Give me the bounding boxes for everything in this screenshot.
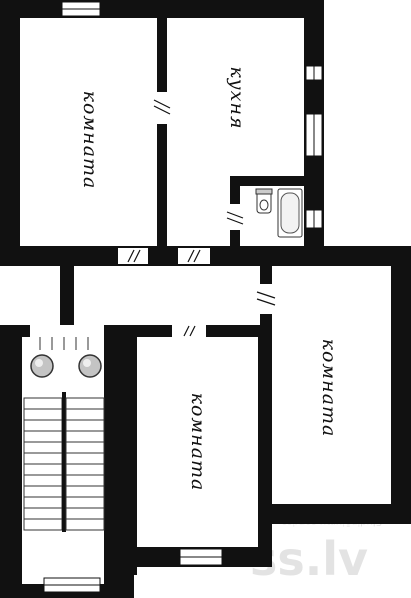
stair-flight-left <box>23 397 63 531</box>
wall-right-lower <box>391 266 411 524</box>
window-bath <box>305 209 323 229</box>
window-kitchen-upper <box>305 65 323 81</box>
wall-hall-stub <box>60 262 74 334</box>
door-bottom-room <box>172 325 206 337</box>
stairwell <box>22 337 105 532</box>
wall-stair-right <box>104 325 134 598</box>
wall-room-kitchen <box>157 18 167 246</box>
wall-left-upper <box>0 0 20 264</box>
room-labels: комната кухня комната комната <box>79 66 340 491</box>
window-bottom-room <box>179 548 223 566</box>
wall-right-room-bottom <box>260 504 411 524</box>
room-label-kitchen: кухня <box>226 66 248 129</box>
windows <box>43 1 323 593</box>
waste-bin-icon <box>30 354 54 378</box>
door-top-left-room <box>118 248 148 264</box>
wall-bath-top <box>230 176 304 186</box>
wall-stair-top-left <box>0 325 30 337</box>
wall-top <box>0 0 324 18</box>
room-label-top-left: комната <box>79 91 101 190</box>
toilet-icon <box>255 188 273 214</box>
door-bathroom <box>226 204 244 230</box>
room-label-right: комната <box>318 339 340 438</box>
waste-bin-icon <box>78 354 102 378</box>
door-stairwell <box>30 325 104 337</box>
stair-divider <box>62 392 66 532</box>
landing-railing <box>39 337 89 350</box>
window-kitchen-lower <box>305 113 323 157</box>
door-kitchen <box>178 248 210 264</box>
bathroom-fixtures <box>255 188 303 238</box>
wall-room-bottom-right <box>258 325 272 567</box>
wall-stair-left <box>0 325 22 598</box>
window-top <box>61 1 101 17</box>
door-room-kitchen <box>153 92 171 124</box>
doors <box>30 92 276 337</box>
window-stair <box>43 577 101 593</box>
room-label-bottom-middle: комната <box>187 393 209 492</box>
stair-flight-right <box>65 397 105 531</box>
bathtub-icon <box>277 188 303 238</box>
door-right-room <box>256 284 276 314</box>
